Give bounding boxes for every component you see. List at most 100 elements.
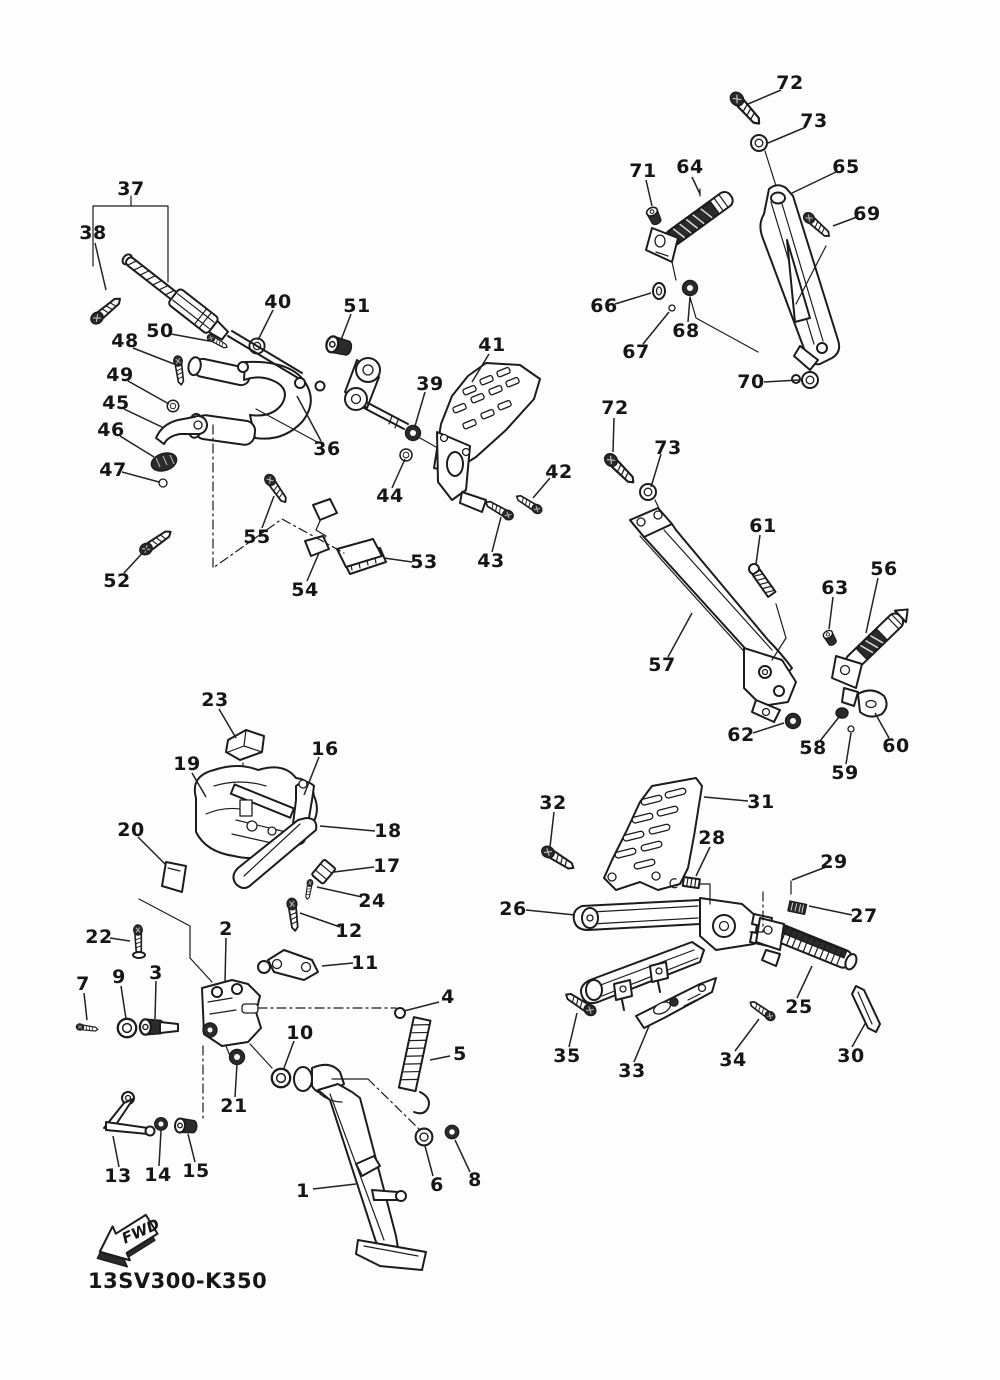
callout-23: 23 [201,689,229,711]
callout-4: 4 [441,986,455,1008]
lever-13 [103,1091,156,1137]
callout-49: 49 [106,364,134,386]
bolt-42-icon [513,491,545,517]
leader-line-6 [424,1145,434,1177]
footrest-25 [755,917,858,971]
bracket-53 [336,538,387,575]
callout-45: 45 [102,392,130,414]
leader-line-57 [667,612,693,658]
callout-73: 73 [654,437,682,459]
callout-21: 21 [220,1095,248,1117]
callout-46: 46 [97,419,125,441]
callout-61: 61 [749,515,777,537]
pivot-bracket-36 [187,330,453,457]
callout-14: 14 [144,1164,172,1186]
pushrod [121,253,230,341]
callout-59: 59 [831,762,859,784]
callout-28: 28 [698,827,726,849]
callout-58: 58 [799,737,827,759]
washer-70b-icon [791,374,801,384]
callout-26: 26 [499,898,527,920]
leader-line-72 [612,417,615,453]
callout-39: 39 [416,373,444,395]
callout-38: 38 [79,222,107,244]
leader-line-62 [752,722,785,734]
pin-28 [669,876,711,905]
callout-33: 33 [618,1060,646,1082]
lever-11 [257,949,319,981]
callout-8: 8 [468,1169,482,1191]
leader-line-11 [321,962,354,967]
bushing-71-icon [644,204,664,227]
callout-62: 62 [727,724,755,746]
leader-line-67 [642,311,670,345]
bracket-65 [759,184,841,371]
callout-69: 69 [853,203,881,225]
callout-9: 9 [112,966,126,988]
nut-62-icon [784,712,802,730]
callout-56: 56 [870,558,898,580]
leader-line-3 [154,980,157,1020]
stay-45 [155,415,208,445]
leader-line-24 [316,886,363,898]
callout-72: 72 [776,72,804,94]
stopper-bar-18 [232,817,318,889]
leader-line-14 [158,1130,162,1167]
nut-14-icon [154,1117,168,1131]
callout-70: 70 [737,371,765,393]
leader-line-15 [187,1133,196,1163]
leader-line-36 [296,395,322,442]
leader-line-73 [767,126,807,144]
leader-line-70 [763,379,800,383]
callout-41: 41 [478,334,506,356]
footrest-plate-41 [433,362,541,513]
callout-19: 19 [173,753,201,775]
washer-58-icon [835,707,849,719]
callout-51: 51 [343,295,371,317]
leader-line-68 [687,296,691,323]
callout-40: 40 [264,291,292,313]
callout-3: 3 [149,962,163,984]
leader-line-25 [796,965,813,999]
leader-line-29 [791,866,827,881]
leader-line-1 [312,1183,357,1190]
leader-line-43 [491,516,502,553]
leader-line-64 [691,176,701,195]
leader-line-60 [874,712,890,739]
leader-line-18 [319,825,376,832]
callout-31: 31 [747,791,775,813]
bolt-55-icon [261,471,291,506]
leader-line-55 [261,495,275,529]
callout-60: 60 [882,735,910,757]
side-stand-assembly [75,729,460,1271]
callout-42: 42 [545,461,573,483]
callout-72: 72 [601,397,629,419]
callout-1: 1 [296,1180,310,1202]
washer-73-icon [750,134,768,152]
footrest-56 [831,608,909,707]
heel-plate-31 [603,777,703,891]
callout-57: 57 [648,654,676,676]
leader-line-38 [94,242,107,291]
callout-7: 7 [76,973,90,995]
callout-66: 66 [590,295,618,317]
part-code: 13SV300-K350 [88,1269,267,1293]
switch-parts-54 [304,498,338,557]
callout-53: 53 [410,551,438,573]
leader-line-53 [383,557,413,563]
bolt-34-icon [747,997,778,1024]
leader-line-4 [403,1001,440,1012]
leader-line-48 [132,347,175,365]
leader-line-40 [257,309,274,341]
callout-65: 65 [832,156,860,178]
leader-lines [83,89,890,1190]
bolt-43-icon [482,497,516,523]
leader-line-71 [645,179,653,207]
bolt-38-icon [87,293,125,328]
spring-5 [394,1007,432,1115]
leader-line-27 [808,905,853,916]
callout-55: 55 [243,526,271,548]
callout-54: 54 [291,579,319,601]
leader-line-51 [340,313,352,341]
